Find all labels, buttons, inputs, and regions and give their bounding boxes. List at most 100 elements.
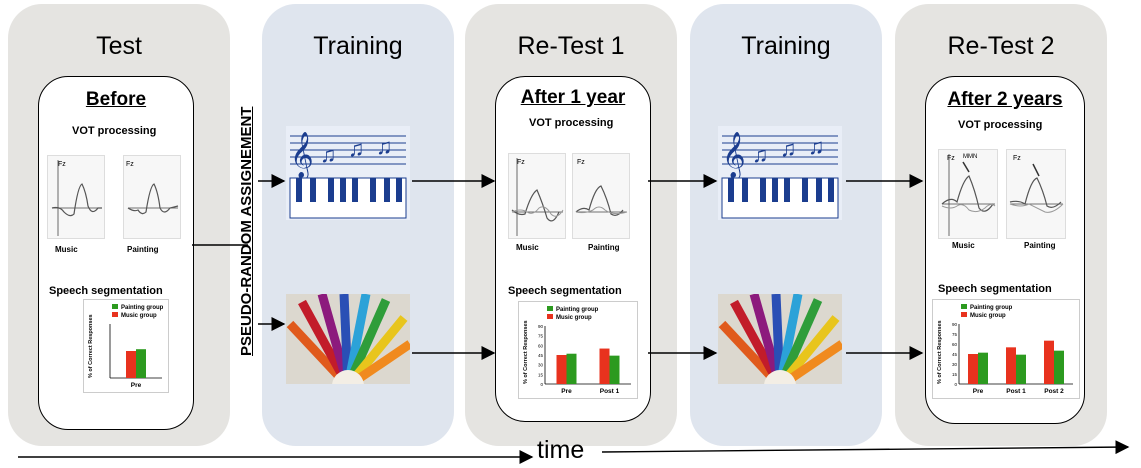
- x-tick-label: Post 2: [1044, 388, 1064, 395]
- bar-music: [556, 355, 567, 384]
- bar-painting: [1016, 354, 1026, 384]
- svg-text:𝄞: 𝄞: [290, 132, 314, 180]
- legend-swatch-music: [961, 312, 967, 317]
- y-tick-label: 60: [538, 343, 544, 348]
- svg-text:Fz: Fz: [517, 159, 525, 166]
- legend-swatch-music: [112, 312, 118, 317]
- bar-painting: [566, 353, 577, 384]
- pseudo-random-assignment-label: PSEUDO-RANDOM ASSIGNEMENT: [238, 106, 255, 356]
- svg-text:Fz: Fz: [1013, 155, 1021, 162]
- erp-music-plot: Fz: [47, 155, 105, 239]
- panel-test: Test Before VOT processing Fz Fz Music P…: [8, 4, 230, 446]
- erp-painting-waveform: Fz: [1009, 155, 1064, 213]
- vot-label: VOT processing: [529, 117, 614, 129]
- legend-swatch-music: [547, 314, 553, 319]
- svg-text:𝄞: 𝄞: [722, 132, 746, 180]
- erp-label-music: Music: [516, 243, 539, 252]
- erp-label-music: Music: [952, 241, 975, 250]
- bar-music: [1044, 340, 1054, 384]
- erp-label-painting: Painting: [127, 245, 159, 254]
- erp-music-plot: Fz: [508, 153, 566, 239]
- legend-label: Painting group: [970, 305, 1013, 311]
- box-subtitle: After 2 years: [947, 89, 1063, 110]
- y-tick-label: 45: [952, 352, 958, 357]
- speech-seg-label: Speech segmentation: [508, 285, 622, 297]
- svg-text:♫: ♫: [348, 136, 365, 161]
- panel-retest-1: Re-Test 1 After 1 year VOT processing Fz…: [465, 4, 677, 446]
- y-tick-label: 75: [952, 332, 958, 337]
- y-axis-label: % of Correct Responses: [88, 314, 94, 378]
- x-tick-label: Pre: [973, 388, 984, 395]
- panel-title: Training: [741, 32, 831, 60]
- legend-label: Music group: [121, 313, 157, 319]
- erp-painting-plot: Fz: [1006, 149, 1066, 239]
- bar-painting: [978, 352, 988, 384]
- y-tick-label: 0: [540, 382, 543, 387]
- erp-music-plot: Fz MMN: [938, 149, 998, 239]
- erp-label-painting: Painting: [1024, 241, 1056, 250]
- erp-music-waveform: Fz MMN: [941, 154, 996, 236]
- y-tick-label: 30: [538, 363, 544, 368]
- panel-retest-2: Re-Test 2 After 2 years VOT processing F…: [895, 4, 1107, 446]
- legend-label: Painting group: [121, 305, 164, 311]
- speech-seg-label: Speech segmentation: [938, 283, 1052, 295]
- y-tick-label: 15: [538, 372, 544, 377]
- svg-text:Fz: Fz: [947, 155, 955, 162]
- music-staff-keyboard-image: 𝄞 ♫ ♫ ♫: [286, 126, 410, 220]
- y-tick-label: 0: [954, 382, 957, 387]
- bar-painting: [136, 349, 146, 378]
- box-subtitle: After 1 year: [520, 87, 626, 108]
- svg-text:♫: ♫: [808, 134, 825, 159]
- vot-label: VOT processing: [72, 125, 157, 137]
- erp-painting-waveform: Fz: [126, 161, 179, 215]
- panel-title: Re-Test 2: [947, 32, 1055, 60]
- y-tick-label: 60: [952, 342, 958, 347]
- colored-pencils-image: [718, 292, 845, 402]
- legend-label: Music group: [556, 315, 592, 321]
- colored-pencils-image: [286, 292, 413, 402]
- svg-text:♫: ♫: [320, 142, 337, 167]
- svg-text:MMN: MMN: [963, 154, 977, 160]
- erp-painting-waveform: Fz: [575, 159, 628, 216]
- y-axis-label: % of Correct Responses: [523, 320, 529, 384]
- before-box: Before VOT processing Fz Fz Music Painti…: [38, 76, 194, 430]
- bar-music: [599, 348, 610, 384]
- erp-painting-plot: Fz: [123, 155, 181, 239]
- y-tick-label: 90: [952, 322, 958, 327]
- erp-music-waveform: Fz: [51, 160, 102, 236]
- legend-label: Painting group: [556, 307, 599, 313]
- svg-text:♫: ♫: [376, 134, 393, 159]
- x-tick-label: Post 1: [1006, 388, 1026, 395]
- y-tick-label: 75: [538, 334, 544, 339]
- svg-text:Fz: Fz: [577, 159, 585, 166]
- legend-swatch-painting: [961, 304, 967, 309]
- box-subtitle: Before: [85, 89, 147, 110]
- vot-label: VOT processing: [958, 119, 1043, 131]
- bar-music: [1006, 347, 1016, 384]
- bar-painting: [609, 355, 620, 384]
- y-tick-label: 45: [538, 353, 544, 358]
- bar-music: [126, 351, 136, 378]
- erp-music-waveform: Fz: [511, 158, 564, 236]
- after-1-year-box: After 1 year VOT processing Fz Fz Music …: [495, 76, 651, 422]
- panel-title: Test: [96, 32, 142, 60]
- svg-text:Fz: Fz: [58, 161, 66, 168]
- legend-swatch-painting: [547, 306, 553, 311]
- panel-title: Training: [313, 32, 403, 60]
- erp-painting-plot: Fz: [572, 153, 630, 239]
- svg-text:♫: ♫: [752, 142, 769, 167]
- erp-label-painting: Painting: [588, 243, 620, 252]
- bar-music: [968, 354, 978, 384]
- legend-swatch-painting: [112, 304, 118, 309]
- bar-painting: [1054, 350, 1064, 384]
- after-2-years-box: After 2 years VOT processing Fz MMN Fz: [925, 76, 1085, 424]
- legend-label: Music group: [970, 313, 1006, 319]
- y-tick-label: 30: [952, 362, 958, 367]
- x-tick-label: Pre: [561, 388, 572, 395]
- y-tick-label: 90: [538, 324, 544, 329]
